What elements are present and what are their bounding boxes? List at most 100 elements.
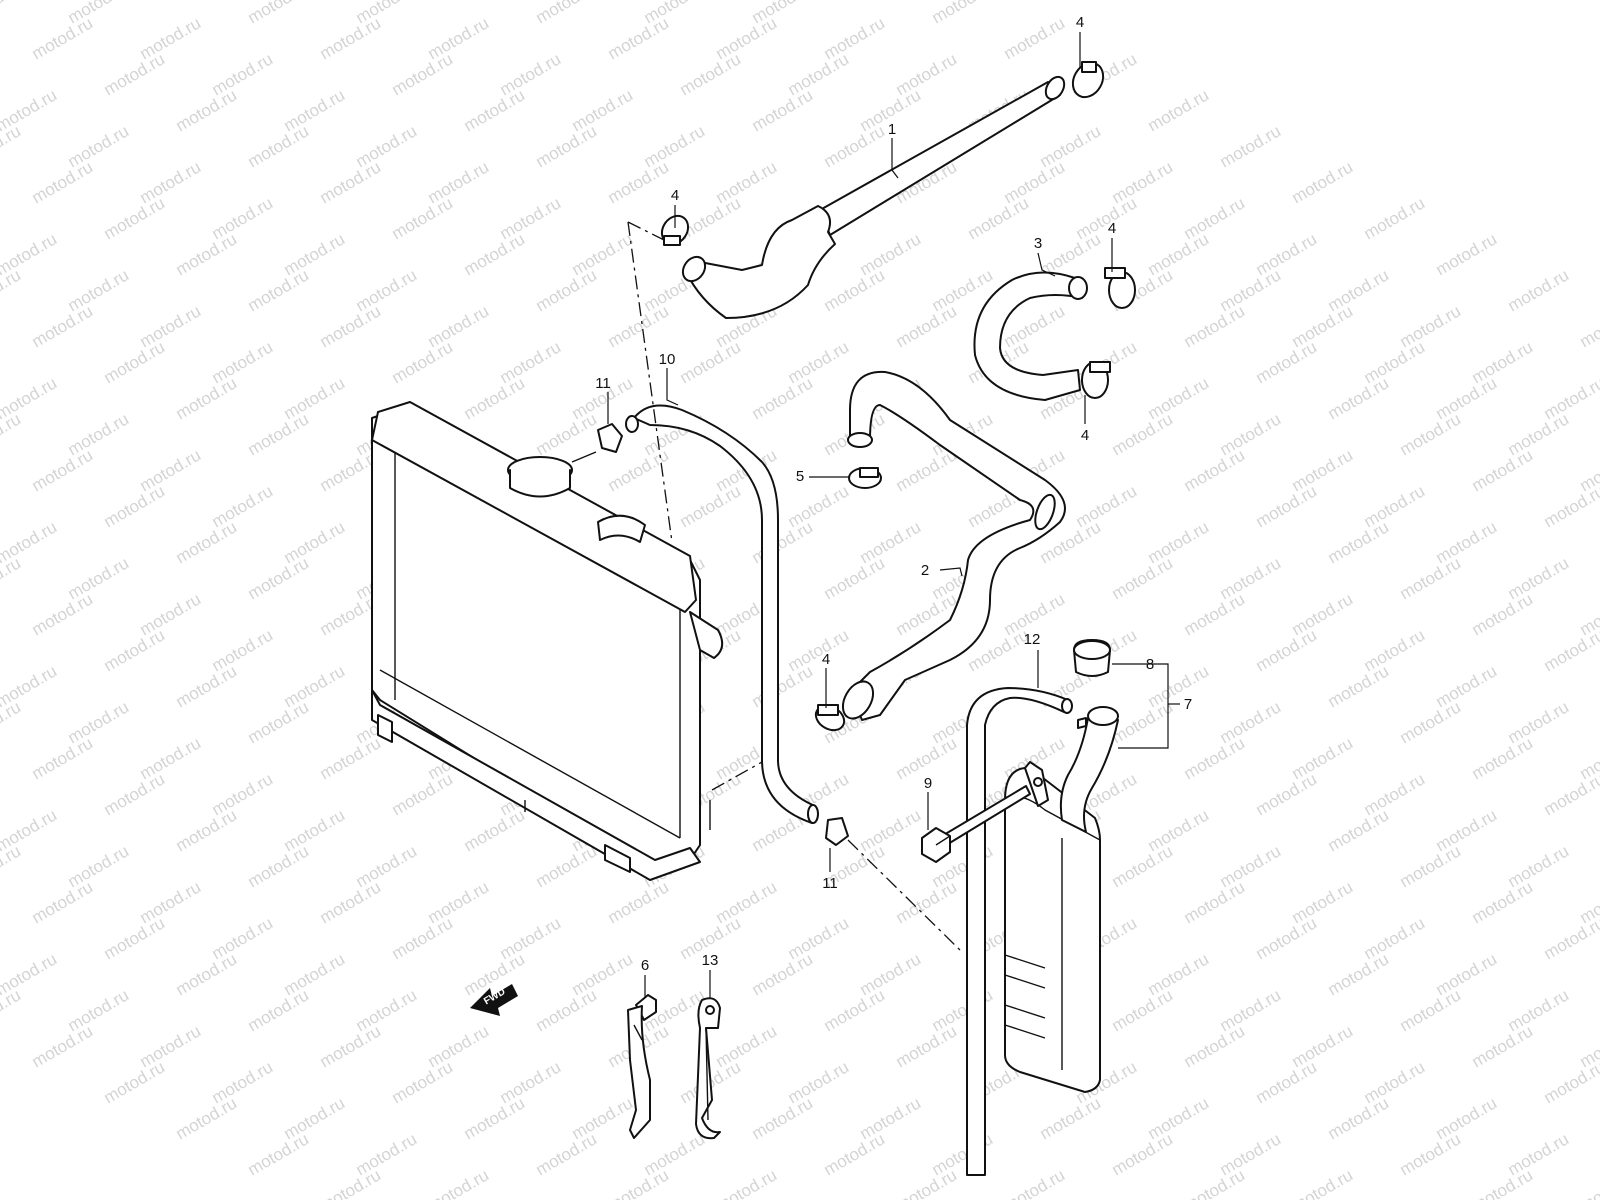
watermark-text: motod.ru — [173, 949, 241, 999]
part-6-cable-tie — [627, 994, 657, 1139]
clamp-4-right — [1104, 267, 1136, 309]
watermark-text: motod.ru — [1397, 553, 1465, 603]
watermark-text: motod.ru — [317, 733, 385, 783]
watermark-text: motod.ru — [749, 85, 817, 135]
watermark-text: motod.ru — [1541, 913, 1600, 963]
clamp-4-lower — [814, 704, 846, 732]
part-13-band — [695, 997, 721, 1140]
fwd-arrow-icon: FWD — [470, 984, 518, 1016]
watermark-text: motod.ru — [245, 409, 313, 459]
watermark-text: motod.ru — [173, 661, 241, 711]
clamp-4-top — [1071, 61, 1105, 99]
watermark-text: motod.ru — [245, 985, 313, 1035]
callout-2: 2 — [921, 562, 929, 579]
reference-lines — [627, 221, 961, 951]
watermark-text: motod.ru — [1001, 13, 1069, 63]
part-11-clips — [597, 423, 849, 846]
leader-lines — [607, 32, 1180, 998]
callout-4-lower-right: 4 — [1081, 427, 1089, 444]
watermark-text: motod.ru — [101, 625, 169, 675]
watermark-text: motod.ru — [1181, 1165, 1249, 1200]
watermark-text: motod.ru — [1397, 1129, 1465, 1179]
clamp-5 — [848, 467, 882, 489]
watermark-text: motod.ru — [101, 1057, 169, 1107]
watermark-text: motod.ru — [0, 697, 24, 747]
radiator — [371, 401, 724, 881]
watermark-text: motod.ru — [893, 877, 961, 927]
watermark-text: motod.ru — [317, 1165, 385, 1200]
watermark-text: motod.ru — [1397, 697, 1465, 747]
watermark-text: motod.ru — [605, 13, 673, 63]
watermark-text: motod.ru — [893, 1165, 961, 1200]
watermark-text: motod.ru — [173, 85, 241, 135]
watermark-text: motod.ru — [245, 841, 313, 891]
callout-11-top: 11 — [595, 375, 611, 392]
watermark-text: motod.ru — [605, 157, 673, 207]
watermark-text: motod.ru — [1037, 1093, 1105, 1143]
watermark-text: motod.ru — [389, 769, 457, 819]
watermark-text: motod.ru — [1109, 985, 1177, 1035]
watermark-text: motod.ru — [749, 661, 817, 711]
clamp-4-lower-right — [1081, 361, 1111, 399]
watermark-text: motod.ru — [1397, 985, 1465, 1035]
callout-9: 9 — [924, 775, 932, 792]
watermark-text: motod.ru — [0, 265, 24, 315]
watermark-text: motod.ru — [1397, 409, 1465, 459]
watermark-text: motod.ru — [173, 805, 241, 855]
watermark-text: motod.ru — [173, 517, 241, 567]
watermark-text: motod.ru — [677, 481, 745, 531]
callout-13: 13 — [702, 952, 719, 969]
watermark-text: motod.ru — [245, 1129, 313, 1179]
watermark-text: motod.ru — [29, 877, 97, 927]
watermark-text: motod.ru — [1325, 949, 1393, 999]
watermark-text: motod.ru — [1145, 85, 1213, 135]
watermark-text: motod.ru — [965, 193, 1033, 243]
watermark-text: motod.ru — [1325, 1093, 1393, 1143]
watermark-text: motod.ru — [533, 265, 601, 315]
callout-3: 3 — [1034, 235, 1042, 252]
watermark-text: motod.ru — [317, 157, 385, 207]
watermark-text: motod.ru — [29, 157, 97, 207]
watermark-text: motod.ru — [1469, 877, 1537, 927]
callout-12: 12 — [1024, 631, 1041, 648]
watermark-text: motod.ru — [317, 1021, 385, 1071]
callout-4-lower: 4 — [822, 651, 830, 668]
watermark-text: motod.ru — [425, 1165, 493, 1200]
watermark-text: motod.ru — [533, 1129, 601, 1179]
watermark-text: motod.ru — [389, 337, 457, 387]
watermark-text: motod.ru — [677, 49, 745, 99]
watermark-text: motod.ru — [893, 1021, 961, 1071]
watermark-text: motod.ru — [749, 373, 817, 423]
watermark-text: motod.ru — [461, 85, 529, 135]
part-12-reservoir-hose — [966, 687, 1073, 1176]
watermark-text: motod.ru — [0, 0, 24, 27]
watermark-text: motod.ru — [533, 985, 601, 1035]
watermark-text: motod.ru — [605, 1165, 673, 1200]
watermark-text: motod.ru — [389, 1057, 457, 1107]
watermark-text: motod.ru — [1181, 877, 1249, 927]
watermark-text: motod.ru — [317, 13, 385, 63]
watermark-text: motod.ru — [1181, 589, 1249, 639]
watermark-text: motod.ru — [0, 841, 24, 891]
watermark-text: motod.ru — [461, 805, 529, 855]
watermark-text: motod.ru — [0, 985, 24, 1035]
watermark-text: motod.ru — [1217, 121, 1285, 171]
reservoir-tank — [1004, 639, 1119, 1093]
watermark-text: motod.ru — [533, 121, 601, 171]
watermark-text: motod.ru — [1469, 589, 1537, 639]
watermark-text: motod.ru — [461, 229, 529, 279]
watermark-text: motod.ru — [1109, 553, 1177, 603]
watermark-text: motod.ru — [461, 373, 529, 423]
watermark-text: motod.ru — [1109, 697, 1177, 747]
clamp-4-left — [660, 214, 690, 246]
watermark-text: motod.ru — [461, 1093, 529, 1143]
part-10-overflow-hose — [625, 404, 819, 824]
watermark-text: motod.ru — [1109, 1129, 1177, 1179]
watermark-text: motod.ru — [1289, 157, 1357, 207]
part-2-lower-hose — [841, 370, 1066, 721]
watermark-text: motod.ru — [1541, 481, 1600, 531]
watermark-text: motod.ru — [1325, 517, 1393, 567]
watermark-text: motod.ru — [749, 949, 817, 999]
